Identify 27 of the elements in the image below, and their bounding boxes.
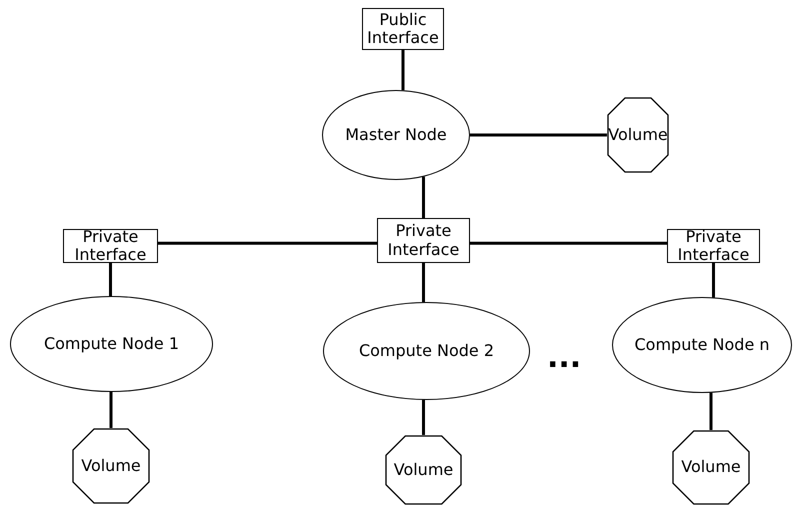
connector-line	[110, 392, 112, 428]
connector-line	[422, 263, 425, 302]
interface-box	[63, 229, 158, 263]
connector-line	[710, 392, 712, 430]
node-label: Volume	[394, 460, 454, 480]
node-label: Private Interface	[386, 222, 460, 259]
connector-line	[422, 176, 425, 218]
connector-line	[422, 400, 425, 435]
node-label: Compute Node 2	[358, 342, 494, 360]
node-label: Private Interface	[676, 228, 750, 264]
interface-box	[377, 218, 470, 263]
node-label: Public Interface	[367, 10, 439, 48]
node-label: Volume	[681, 458, 741, 477]
ellipsis-label: ...	[547, 339, 582, 377]
node-label: Master Node	[345, 126, 447, 144]
node-label: Volume	[81, 456, 141, 476]
connector-line	[712, 263, 715, 298]
node-label: Compute Node 1	[44, 334, 180, 354]
connector-line	[402, 50, 404, 90]
connector-line	[109, 263, 112, 296]
node-label: Compute Node n	[634, 336, 770, 354]
node-label: Private Interface	[74, 228, 148, 264]
node-label: Volume	[608, 126, 668, 144]
connector-line	[158, 242, 377, 245]
connector-line	[470, 242, 667, 245]
interface-box	[667, 229, 760, 263]
connector-line	[470, 134, 607, 136]
